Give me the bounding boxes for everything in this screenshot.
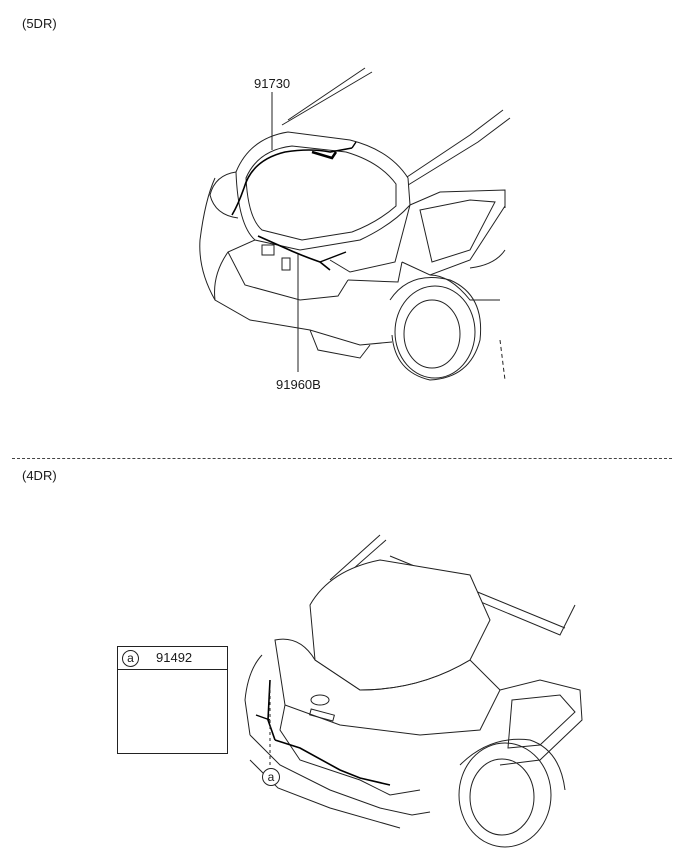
part-91960b-label: 91960B	[276, 377, 321, 392]
callout-a-marker: a	[262, 768, 280, 786]
part-91492-label: 91492	[156, 650, 193, 665]
variant-4dr-label: (4DR)	[22, 468, 57, 483]
section-divider	[12, 458, 672, 459]
part-91730-label: 91730	[254, 76, 291, 91]
grommet-inset-box: a 91492	[117, 646, 228, 754]
inset-header: a 91492	[118, 647, 227, 670]
variant-5dr-label: (5DR)	[22, 16, 57, 31]
inset-callout-marker: a	[122, 650, 139, 667]
